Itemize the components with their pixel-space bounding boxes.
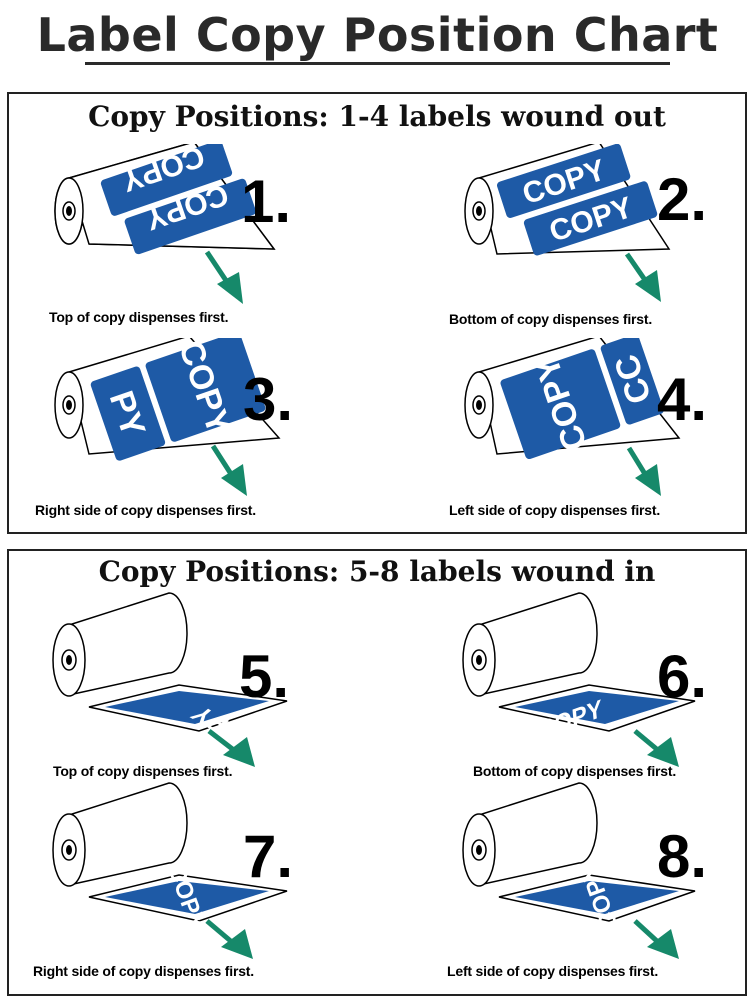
position-number: 2. bbox=[657, 166, 708, 233]
position-caption: Top of copy dispenses first. bbox=[49, 309, 229, 325]
dispense-arrow-icon bbox=[210, 444, 247, 496]
position-number: 1. bbox=[241, 168, 292, 235]
label bbox=[124, 178, 256, 255]
roll-wound-out-diagram: COPY COPY bbox=[464, 144, 671, 302]
position-7: COPY 7. Right side of copy dispenses fir… bbox=[29, 781, 399, 991]
dispense-arrow-icon bbox=[626, 446, 661, 496]
roll-wound-in-diagram: COPY bbox=[462, 592, 696, 767]
section-title: Copy Positions: 1-4 labels wound out bbox=[88, 100, 666, 133]
position-3: PY COPY 3. Right side of copy dispenses … bbox=[29, 338, 399, 548]
section-wound-in: Copy Positions: 5-8 labels wound in COPY… bbox=[7, 549, 747, 996]
dispense-arrow-icon bbox=[204, 250, 243, 304]
dispense-arrow-icon bbox=[633, 919, 679, 959]
position-caption: Left side of copy dispenses first. bbox=[447, 963, 659, 979]
position-caption: Top of copy dispenses first. bbox=[53, 763, 233, 779]
position-number: 7. bbox=[243, 823, 294, 890]
position-caption: Right side of copy dispenses first. bbox=[33, 963, 254, 979]
position-6: COPY 6. Bottom of copy dispenses first. bbox=[439, 591, 755, 801]
dispense-arrow-icon bbox=[633, 729, 679, 767]
title-underline bbox=[85, 62, 670, 65]
section-title: Copy Positions: 5-8 labels wound in bbox=[98, 555, 656, 588]
roll-wound-in-diagram: COPY bbox=[462, 782, 696, 959]
roll-wound-out-diagram: COPY COPY bbox=[54, 144, 276, 304]
dispense-arrow-icon bbox=[207, 729, 255, 767]
dispense-arrow-icon bbox=[624, 252, 661, 302]
position-number: 3. bbox=[243, 366, 294, 433]
roll-wound-out-diagram: COPY CC bbox=[464, 338, 681, 496]
position-caption: Bottom of copy dispenses first. bbox=[473, 763, 677, 779]
position-number: 4. bbox=[657, 366, 708, 433]
position-number: 5. bbox=[239, 643, 290, 710]
label bbox=[100, 144, 233, 216]
position-8: COPY 8. Left side of copy dispenses firs… bbox=[439, 781, 755, 991]
roll-wound-in-diagram: COPY bbox=[52, 592, 288, 767]
position-number: 8. bbox=[657, 823, 708, 890]
section-wound-out: Copy Positions: 1-4 labels wound out COP… bbox=[7, 92, 747, 534]
position-4: COPY CC 4. Left side of copy dispenses f… bbox=[439, 338, 755, 548]
position-caption: Left side of copy dispenses first. bbox=[449, 502, 661, 518]
position-number: 6. bbox=[657, 643, 708, 710]
position-5: COPY 5. Top of copy dispenses first. bbox=[29, 591, 399, 801]
position-caption: Right side of copy dispenses first. bbox=[35, 502, 256, 518]
dispense-arrow-icon bbox=[205, 919, 253, 959]
roll-wound-out-diagram: PY COPY bbox=[54, 338, 281, 496]
roll-wound-in-diagram: COPY bbox=[52, 782, 288, 959]
position-caption: Bottom of copy dispenses first. bbox=[449, 311, 653, 327]
position-1: COPY COPY 1. Top of copy dispenses first… bbox=[29, 144, 399, 354]
position-2: COPY COPY 2. Bottom of copy dispenses fi… bbox=[439, 144, 755, 354]
chart-title: Label Copy Position Chart bbox=[36, 8, 719, 62]
